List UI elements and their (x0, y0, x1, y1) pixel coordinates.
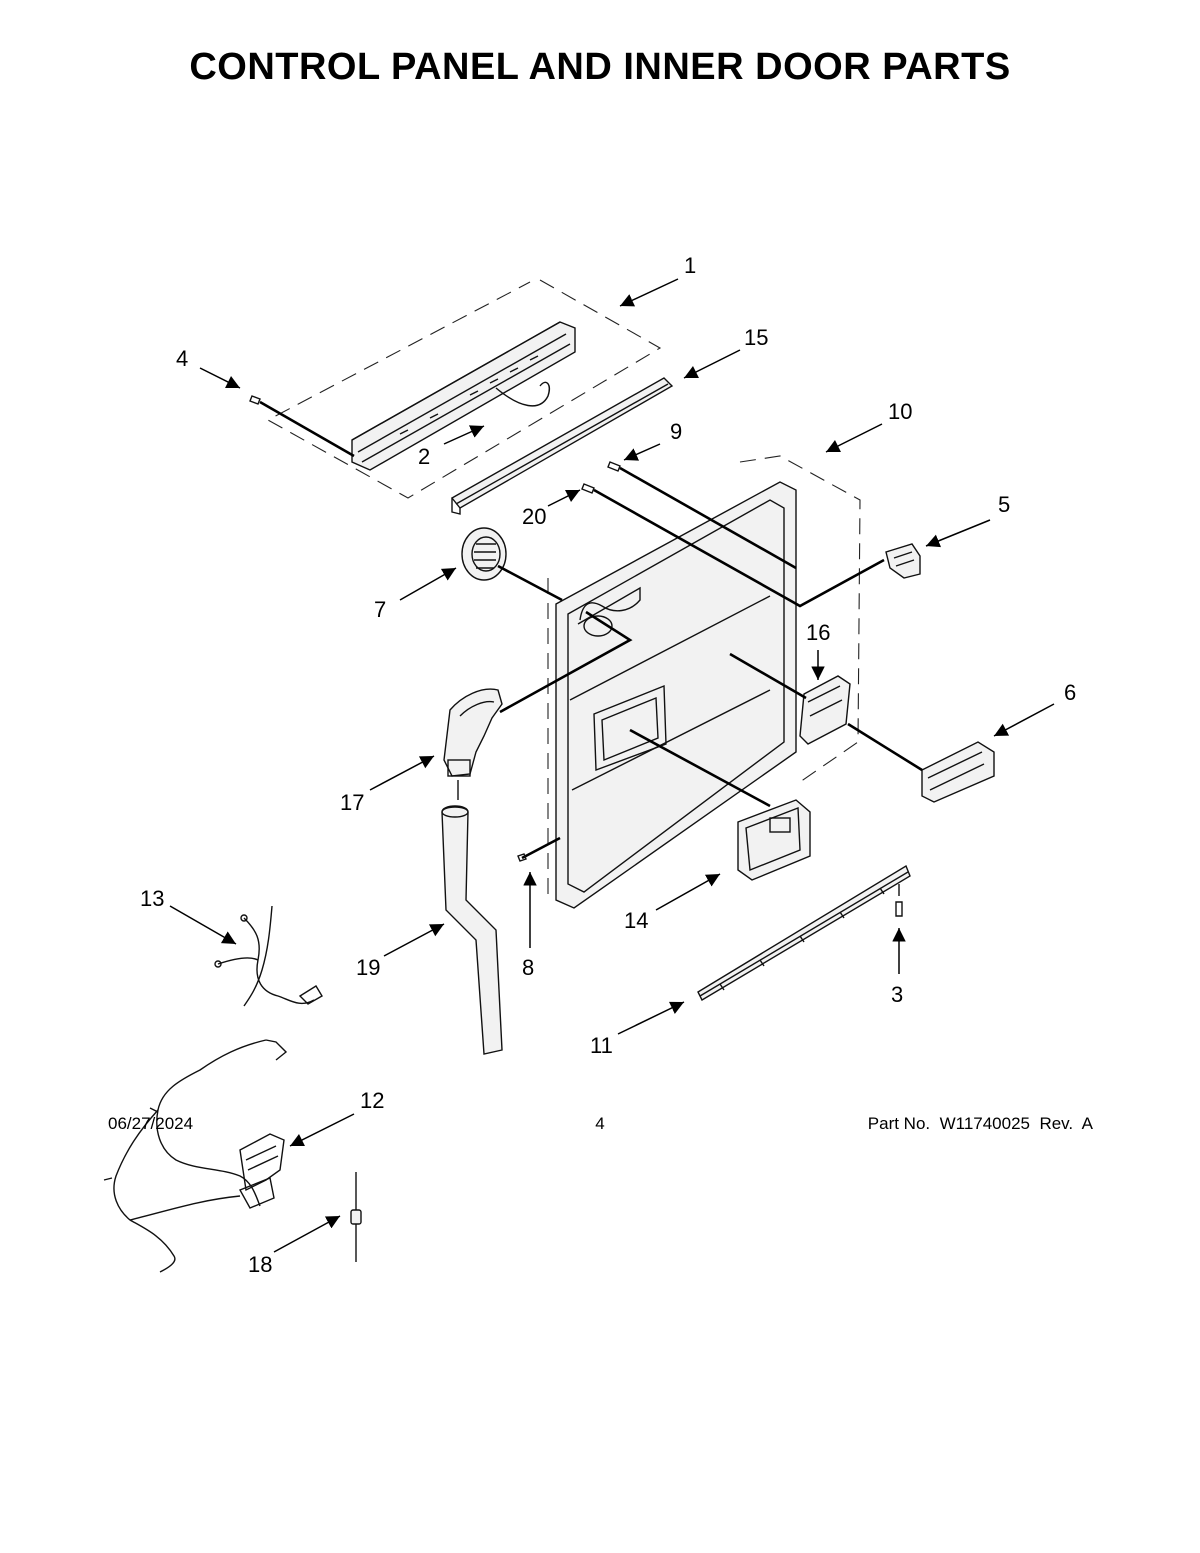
screw-part-4[interactable] (249, 395, 355, 458)
svg-text:1: 1 (684, 253, 696, 278)
screw-part-20[interactable] (581, 483, 885, 608)
callout-7: 7 (374, 567, 457, 622)
svg-text:7: 7 (374, 597, 386, 622)
svg-text:13: 13 (140, 886, 164, 911)
bottom-rail-part[interactable] (697, 864, 911, 1001)
svg-text:14: 14 (624, 908, 648, 933)
bracket-part[interactable] (729, 652, 851, 745)
trim-strip-part[interactable] (450, 377, 674, 515)
svg-text:19: 19 (356, 955, 380, 980)
svg-text:20: 20 (522, 504, 546, 529)
svg-text:15: 15 (744, 325, 768, 350)
callout-1: 1 (619, 253, 696, 307)
svg-text:17: 17 (340, 790, 364, 815)
screw-part-9[interactable] (607, 461, 797, 570)
svg-text:8: 8 (522, 955, 534, 980)
svg-text:4: 4 (176, 346, 188, 371)
svg-text:3: 3 (891, 982, 903, 1007)
callout-17: 17 (340, 755, 435, 815)
cover-part[interactable] (847, 722, 995, 803)
svg-text:5: 5 (998, 492, 1010, 517)
svg-text:10: 10 (888, 399, 912, 424)
svg-text:11: 11 (590, 1033, 613, 1058)
callout-19: 19 (356, 923, 445, 980)
wire-harness-small-part[interactable] (214, 905, 323, 1007)
page-title: CONTROL PANEL AND INNER DOOR PARTS (189, 46, 1011, 88)
callout-9: 9 (623, 419, 682, 461)
fuse-part[interactable] (350, 1172, 362, 1262)
svg-text:2: 2 (418, 444, 430, 469)
svg-text:6: 6 (1064, 680, 1076, 705)
svg-text:9: 9 (670, 419, 682, 444)
callout-20: 20 (522, 489, 581, 529)
callout-13: 13 (140, 886, 237, 945)
wire-harness-main-part[interactable] (103, 1039, 288, 1273)
callout-16: 16 (806, 620, 830, 680)
inner-door-part[interactable] (547, 455, 861, 909)
callout-2: 2 (418, 425, 485, 469)
footer-date: 06/27/2024 (108, 1114, 194, 1133)
vent-duct-part[interactable] (443, 610, 633, 777)
callout-4: 4 (176, 346, 241, 389)
callout-15: 15 (683, 325, 768, 379)
svg-text:18: 18 (248, 1252, 272, 1277)
callout-18: 18 (248, 1215, 341, 1277)
screw-part-3[interactable] (895, 884, 903, 917)
vent-part[interactable] (461, 527, 563, 602)
callout-3: 3 (891, 928, 906, 1007)
footer-page-number: 4 (595, 1114, 605, 1133)
switch-part[interactable] (885, 543, 921, 579)
callout-5: 5 (925, 492, 1010, 548)
footer-part-number: Part No. W11740025 Rev. A (867, 1114, 1093, 1133)
svg-text:12: 12 (360, 1088, 384, 1113)
screw-part-8[interactable] (517, 836, 561, 862)
control-panel-part[interactable] (266, 279, 662, 499)
callout-14: 14 (624, 873, 721, 933)
svg-text:16: 16 (806, 620, 830, 645)
callout-8: 8 (522, 872, 537, 980)
callout-6: 6 (993, 680, 1076, 737)
callout-12: 12 (289, 1088, 384, 1147)
dispenser-part[interactable] (629, 728, 811, 881)
callout-10: 10 (825, 399, 912, 453)
callout-11: 11 (590, 1001, 685, 1058)
duct-tube-part[interactable] (441, 780, 503, 1055)
